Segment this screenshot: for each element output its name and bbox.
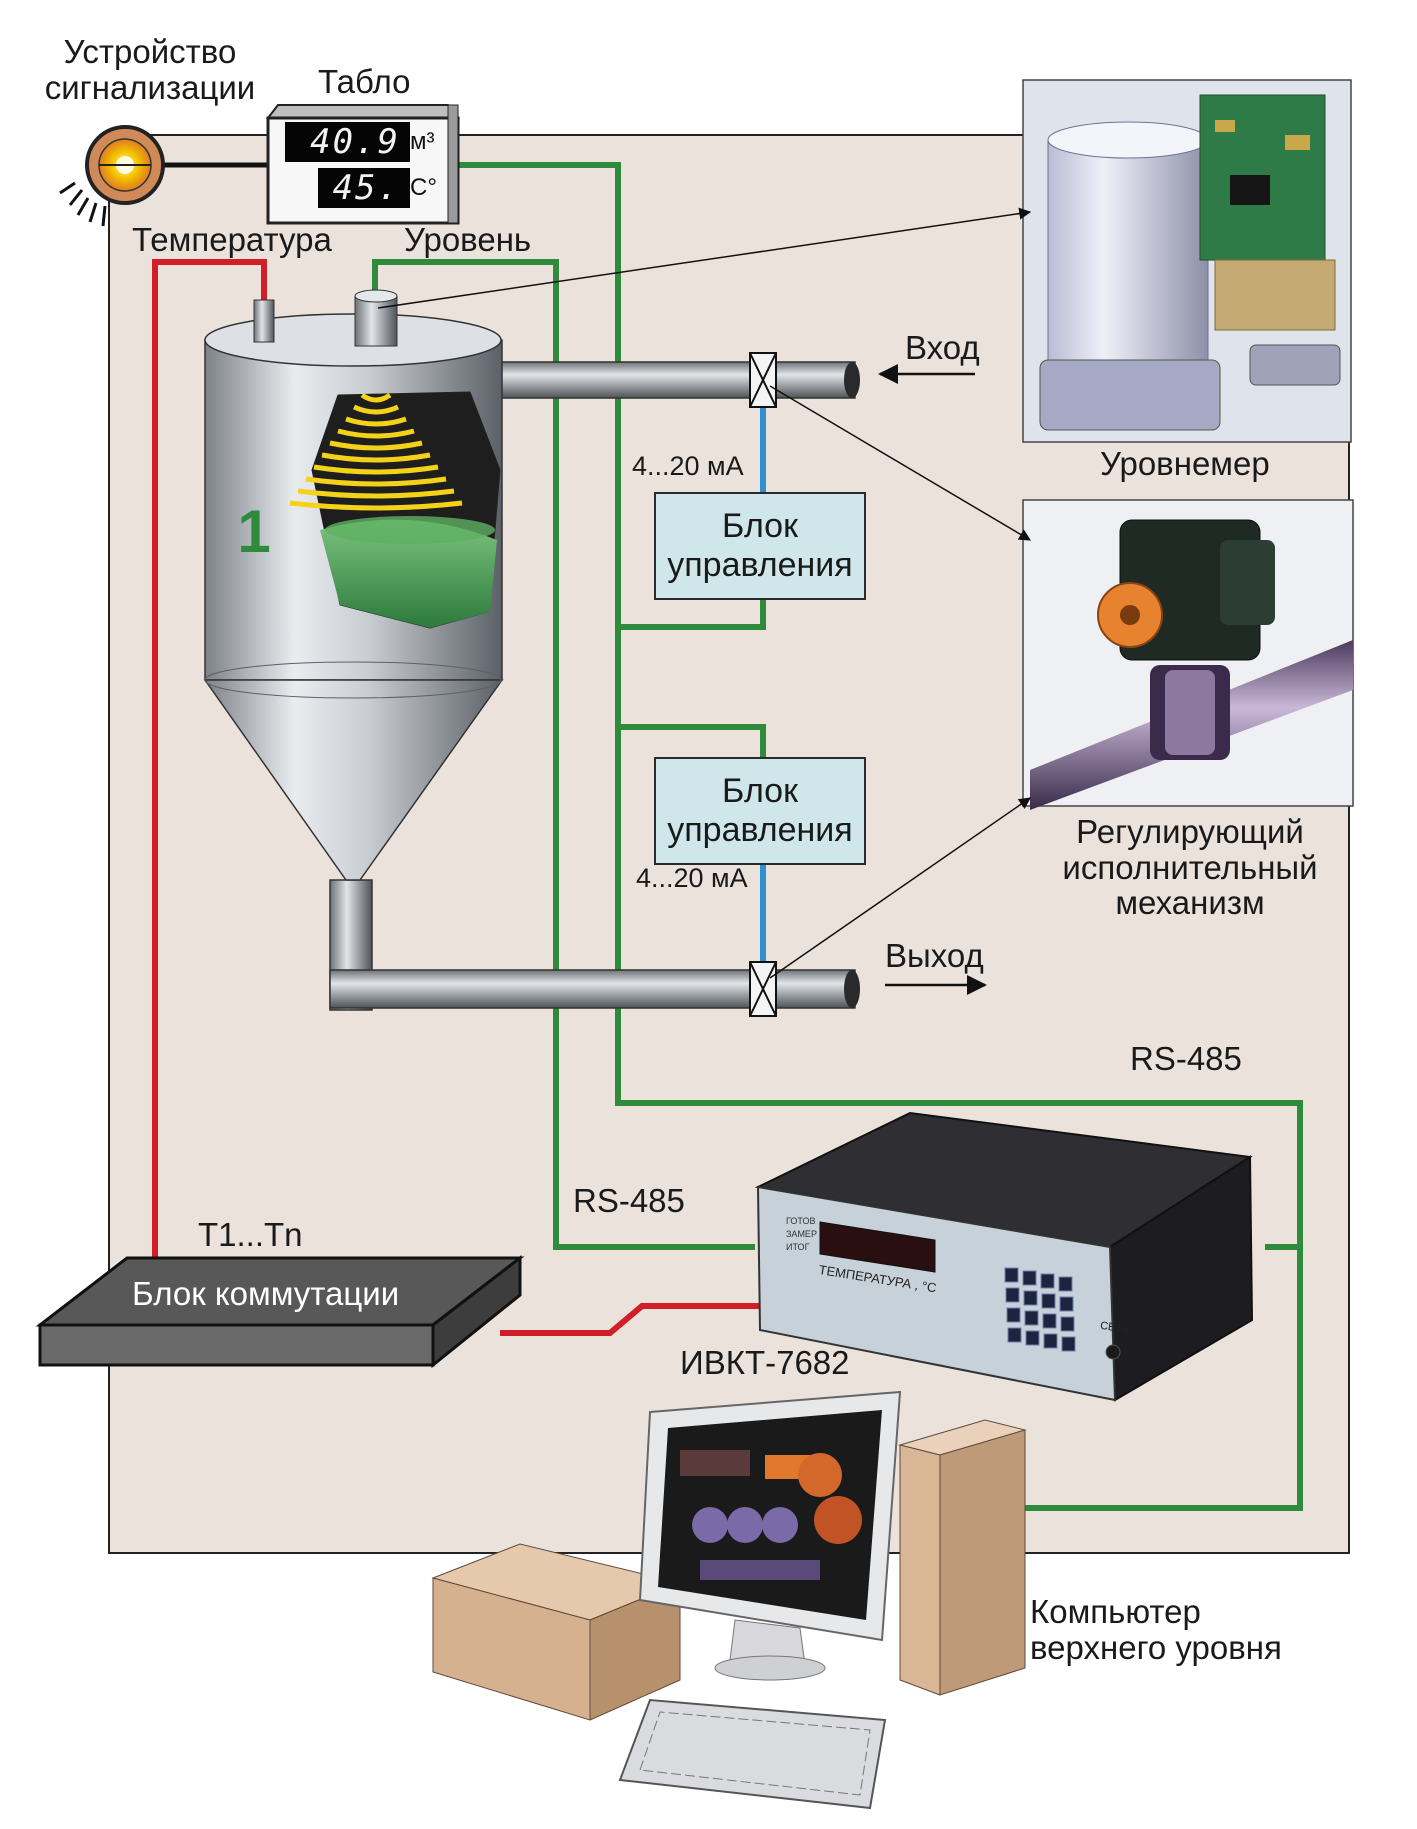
actuator-label-line3: механизм: [1115, 884, 1265, 922]
ivkt-key[interactable]: [1022, 1270, 1037, 1286]
ivkt-key[interactable]: [1041, 1293, 1056, 1309]
radar-beam-arc: [329, 440, 423, 451]
control-block-top: Блок управления: [654, 492, 866, 600]
tank-number: 1: [237, 498, 270, 565]
ivkt-key[interactable]: [1007, 1327, 1022, 1343]
tablo-bus-wire: [459, 162, 1303, 1511]
control-block-top-line2: управления: [667, 546, 853, 584]
actuator-leader-top: [769, 385, 1032, 541]
radar-beam-arc: [297, 488, 455, 499]
tablo-display-unit1: м³: [410, 128, 435, 155]
alarm-device-label-line2: сигнализации: [44, 68, 256, 106]
computer-label: Компьютер верхнего уровня: [1030, 1594, 1282, 1665]
ivkt-key[interactable]: [1042, 1313, 1057, 1329]
level-meter-leader: [377, 207, 1032, 309]
control-block-bottom-line1: Блок: [722, 771, 798, 810]
level-label: Уровень: [404, 221, 532, 258]
system-unit: [898, 1419, 1027, 1696]
control-block-bottom-line2: управления: [667, 811, 853, 849]
ivkt-key[interactable]: [1004, 1267, 1019, 1283]
alarm-device-label: Устройство сигнализации: [40, 34, 260, 105]
control-block-top-line1: Блок: [722, 506, 798, 545]
ivkt-key[interactable]: [1059, 1296, 1074, 1312]
ivkt-key[interactable]: [1025, 1330, 1040, 1346]
input-label: Вход: [905, 329, 980, 366]
ivkt-key[interactable]: [1006, 1307, 1021, 1323]
alarm-device-icon: [59, 125, 165, 227]
monitor: [638, 1390, 902, 1681]
radar-beam-arc: [289, 500, 463, 511]
printer: [431, 1543, 682, 1721]
tablo-display-value1: 40.9: [285, 122, 410, 162]
ivkt-key[interactable]: [1058, 1276, 1073, 1292]
current-label-bottom: 4...20 мА: [636, 863, 748, 893]
ivkt-power-button[interactable]: [1105, 1344, 1121, 1360]
ivkt-keypad: [1004, 1267, 1076, 1352]
ivkt-key[interactable]: [1005, 1287, 1020, 1303]
computer-label-line1: Компьютер: [1030, 1593, 1201, 1630]
rs485-label-right: RS-485: [1130, 1040, 1242, 1077]
t-range-label: Т1...Тn: [198, 1216, 303, 1253]
ivkt-status-measure: ЗАМЕР: [786, 1229, 817, 1240]
current-label-top: 4...20 мА: [632, 451, 744, 481]
temperature-label: Температура: [132, 221, 332, 258]
switch-block-label: Блок коммутации: [132, 1275, 400, 1312]
alarm-device-label-line1: Устройство: [63, 33, 237, 70]
radar-beam-arc: [321, 452, 431, 463]
ivkt-key[interactable]: [1024, 1310, 1039, 1326]
ivkt-status-total: ИТОГ: [786, 1242, 810, 1253]
output-label: Выход: [885, 937, 984, 974]
tablo-display-unit2: С°: [410, 174, 437, 201]
inlet-pipe-end: [844, 362, 860, 398]
actuator-label-line1: Регулирующий: [1076, 813, 1304, 850]
inlet-valve: [749, 352, 777, 408]
inlet-pipe: [499, 361, 856, 399]
temperature-wire: [152, 259, 267, 1258]
ivkt-key[interactable]: [1043, 1333, 1058, 1349]
ivkt-key[interactable]: [1040, 1273, 1055, 1289]
radar-beam-arc: [345, 416, 407, 427]
computer-label-line2: верхнего уровня: [1030, 1628, 1282, 1666]
ivkt-label: ИВКТ-7682: [680, 1344, 850, 1381]
radar-beam: [289, 392, 463, 511]
tablo-label: Табло: [318, 63, 411, 100]
switch-to-ivkt-wire: [500, 1303, 772, 1336]
ivkt-status-ready: ГОТОВ: [786, 1216, 816, 1226]
radar-beam-arc: [305, 476, 447, 487]
radar-beam-arc: [313, 464, 439, 475]
level-wire: [372, 259, 755, 1250]
ivkt-device: [754, 1111, 1254, 1402]
ivkt-status-lines: ГОТОВ ЗАМЕР ИТОГ: [786, 1215, 817, 1254]
switch-block: [35, 1254, 525, 1369]
rs485-label-left: RS-485: [573, 1182, 685, 1219]
actuator-label-line2: исполнительный: [1062, 848, 1318, 886]
keyboard: [618, 1698, 887, 1810]
outlet-valve: [749, 961, 777, 1017]
level-meter-photo: [1022, 79, 1352, 443]
actuator-leader-bottom: [769, 797, 1031, 979]
ivkt-key[interactable]: [1060, 1316, 1075, 1332]
ivkt-key[interactable]: [1023, 1290, 1038, 1306]
actuator-label: Регулирующий исполнительный механизм: [1030, 814, 1350, 921]
ivkt-key[interactable]: [1061, 1336, 1076, 1352]
radar-beam-arc: [337, 428, 415, 439]
outlet-pipe-end: [844, 970, 860, 1008]
control-bottom-wire: [618, 724, 766, 757]
tablo-display-value2: 45.: [318, 168, 410, 208]
level-meter-label: Уровнемер: [1100, 445, 1270, 482]
control-block-bottom: Блок управления: [654, 757, 866, 865]
control-top-wire: [618, 597, 766, 630]
radar-beam-arc: [360, 392, 392, 403]
actuator-photo: [1022, 499, 1354, 810]
radar-beam-arc: [352, 404, 400, 415]
